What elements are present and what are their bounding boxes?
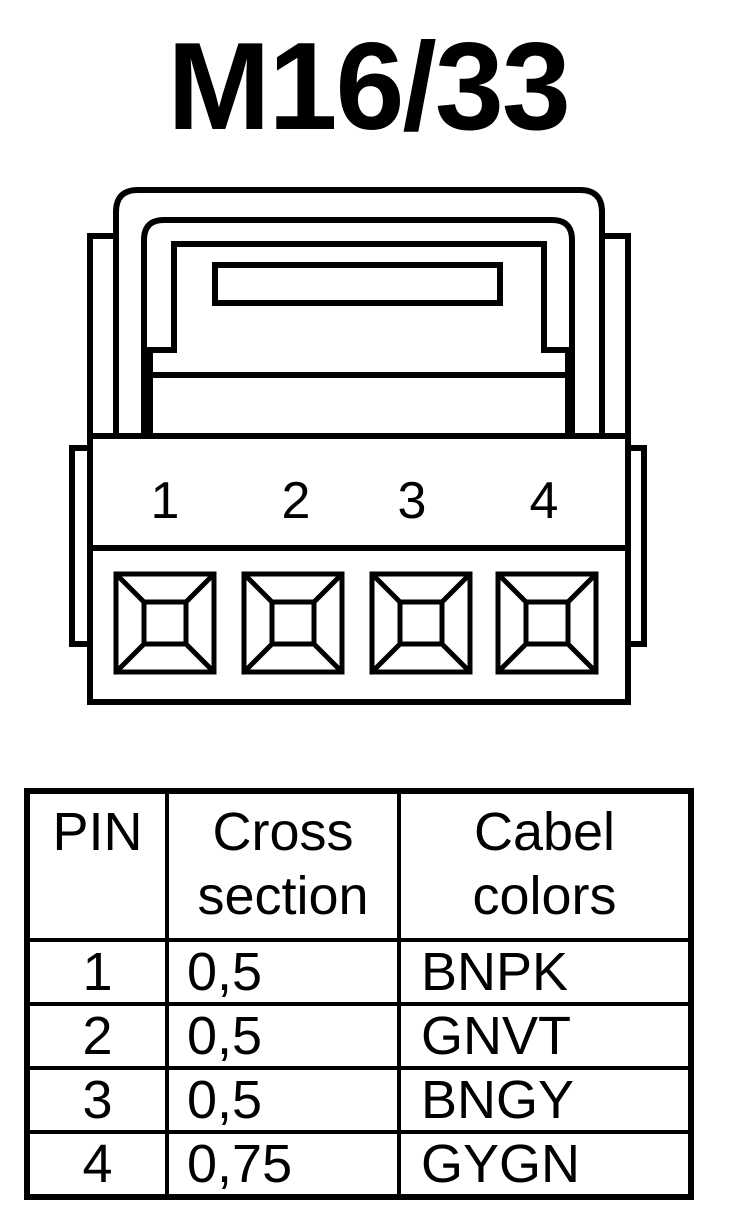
cell-pin: 1 [25, 938, 169, 1006]
table-header-row: PIN Cross section Cabel colors [25, 789, 693, 942]
latch-tab [147, 241, 571, 438]
cell-cross-section: 0,5 [165, 1002, 401, 1070]
header-cross-section-line-2: section [197, 866, 369, 926]
header-cross-section: Cross section [165, 789, 401, 942]
pin-number-label: 4 [530, 472, 559, 530]
latch-inner [141, 217, 575, 438]
header-cable-colors-line-1: Cabel [473, 802, 616, 862]
cell-pin: 4 [25, 1130, 169, 1199]
pin-cavity [241, 571, 345, 675]
pin-number-label: 2 [282, 472, 311, 530]
connector-body [87, 433, 631, 705]
latch-outer [113, 187, 605, 438]
cell-cable-color: GYGN [397, 1130, 693, 1199]
pin-cavity [113, 571, 217, 675]
right-rail [628, 445, 647, 647]
cell-cable-color: BNPK [397, 938, 693, 1006]
pin-number-label: 3 [398, 472, 427, 530]
cell-cable-color: BNGY [397, 1066, 693, 1134]
pin-cavity [495, 571, 599, 675]
cell-pin: 2 [25, 1002, 169, 1070]
pin-number-label: 1 [151, 472, 180, 530]
cell-cross-section: 0,5 [165, 938, 401, 1006]
table-row: 3 0,5 BNGY [25, 1066, 693, 1134]
cell-cross-section: 0,75 [165, 1130, 401, 1199]
right-flange [602, 233, 631, 438]
cell-pin: 3 [25, 1066, 169, 1134]
latch-slot [212, 262, 503, 306]
pin-assignment-table: PIN Cross section Cabel colors 1 0,5 BNP… [24, 788, 694, 1200]
pin-cavity [369, 571, 473, 675]
left-rail [69, 445, 90, 647]
cell-cross-section: 0,5 [165, 1066, 401, 1134]
header-pin: PIN [25, 789, 169, 942]
table-row: 2 0,5 GNVT [25, 1002, 693, 1070]
connector-drawing: 1 2 3 4 [69, 187, 647, 705]
header-cable-colors-line-2: colors [472, 866, 617, 926]
table-row: 4 0,75 GYGN [25, 1130, 693, 1199]
header-cable-colors: Cabel colors [397, 789, 693, 942]
table-row: 1 0,5 BNPK [25, 938, 693, 1006]
diagram-title: M16/33 [167, 18, 571, 156]
left-flange [87, 233, 116, 438]
cell-cable-color: GNVT [397, 1002, 693, 1070]
header-cross-section-line-1: Cross [212, 802, 354, 862]
